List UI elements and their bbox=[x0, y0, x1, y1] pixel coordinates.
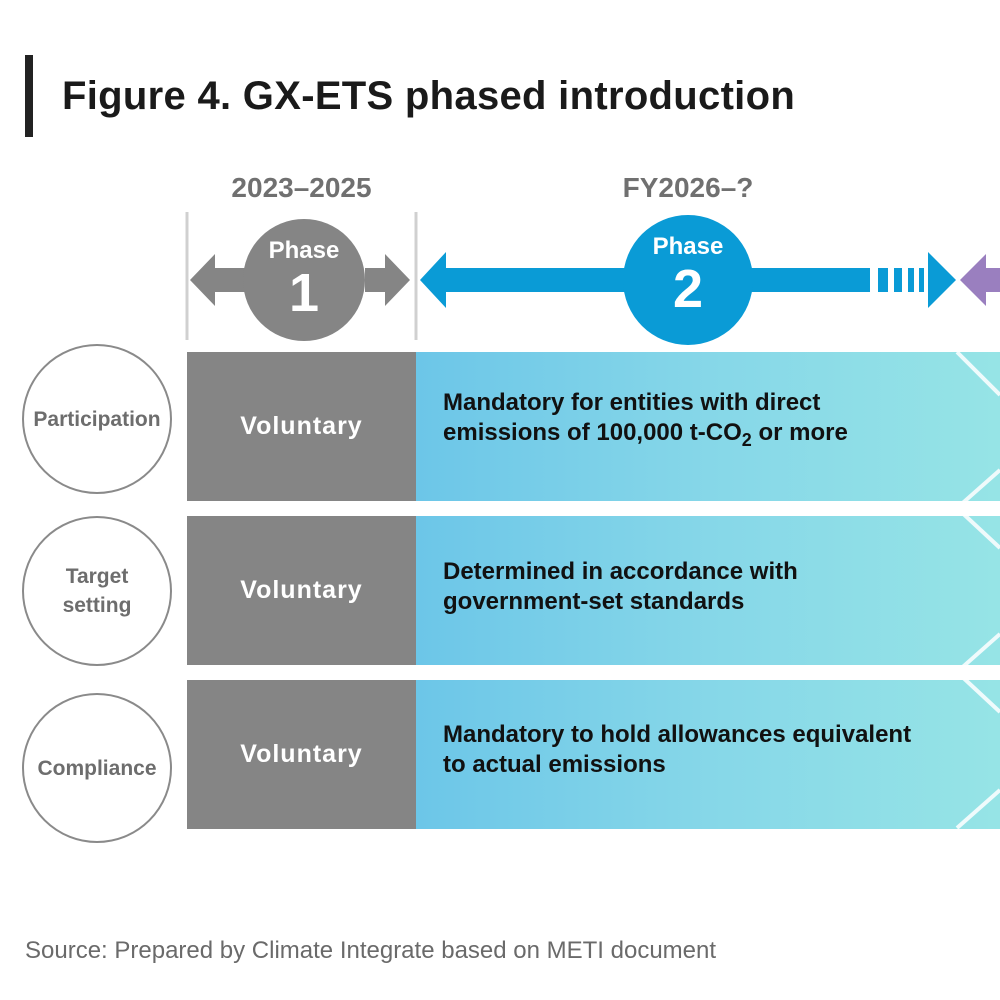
title-accent-bar bbox=[25, 55, 33, 137]
participation-phase2-cell bbox=[416, 352, 1000, 501]
target-setting-phase1-cell: Voluntary bbox=[187, 516, 416, 665]
participation-phase2-text: Mandatory for entities with direct emiss… bbox=[443, 389, 848, 450]
phase1-left-arrow-icon bbox=[190, 254, 245, 306]
phase2-period: FY2026–? bbox=[622, 172, 754, 203]
compliance-phase2-cell bbox=[416, 680, 1000, 829]
phase2-dashed-arrow-icon bbox=[878, 252, 956, 308]
phase3-arrow-icon bbox=[960, 254, 1000, 306]
row-label-participation: Participation bbox=[22, 344, 172, 494]
figure-title: Figure 4. GX-ETS phased introduction bbox=[62, 74, 796, 118]
source-note: Source: Prepared by Climate Integrate ba… bbox=[25, 937, 717, 964]
target-setting-phase2-cell bbox=[416, 516, 1000, 665]
row-label-compliance: Compliance bbox=[22, 693, 172, 843]
phase1-period: 2023–2025 bbox=[231, 172, 372, 203]
phase1-right-arrow-icon bbox=[365, 254, 410, 306]
compliance-phase1-cell: Voluntary bbox=[187, 680, 416, 829]
participation-phase1-cell: Voluntary bbox=[187, 352, 416, 501]
